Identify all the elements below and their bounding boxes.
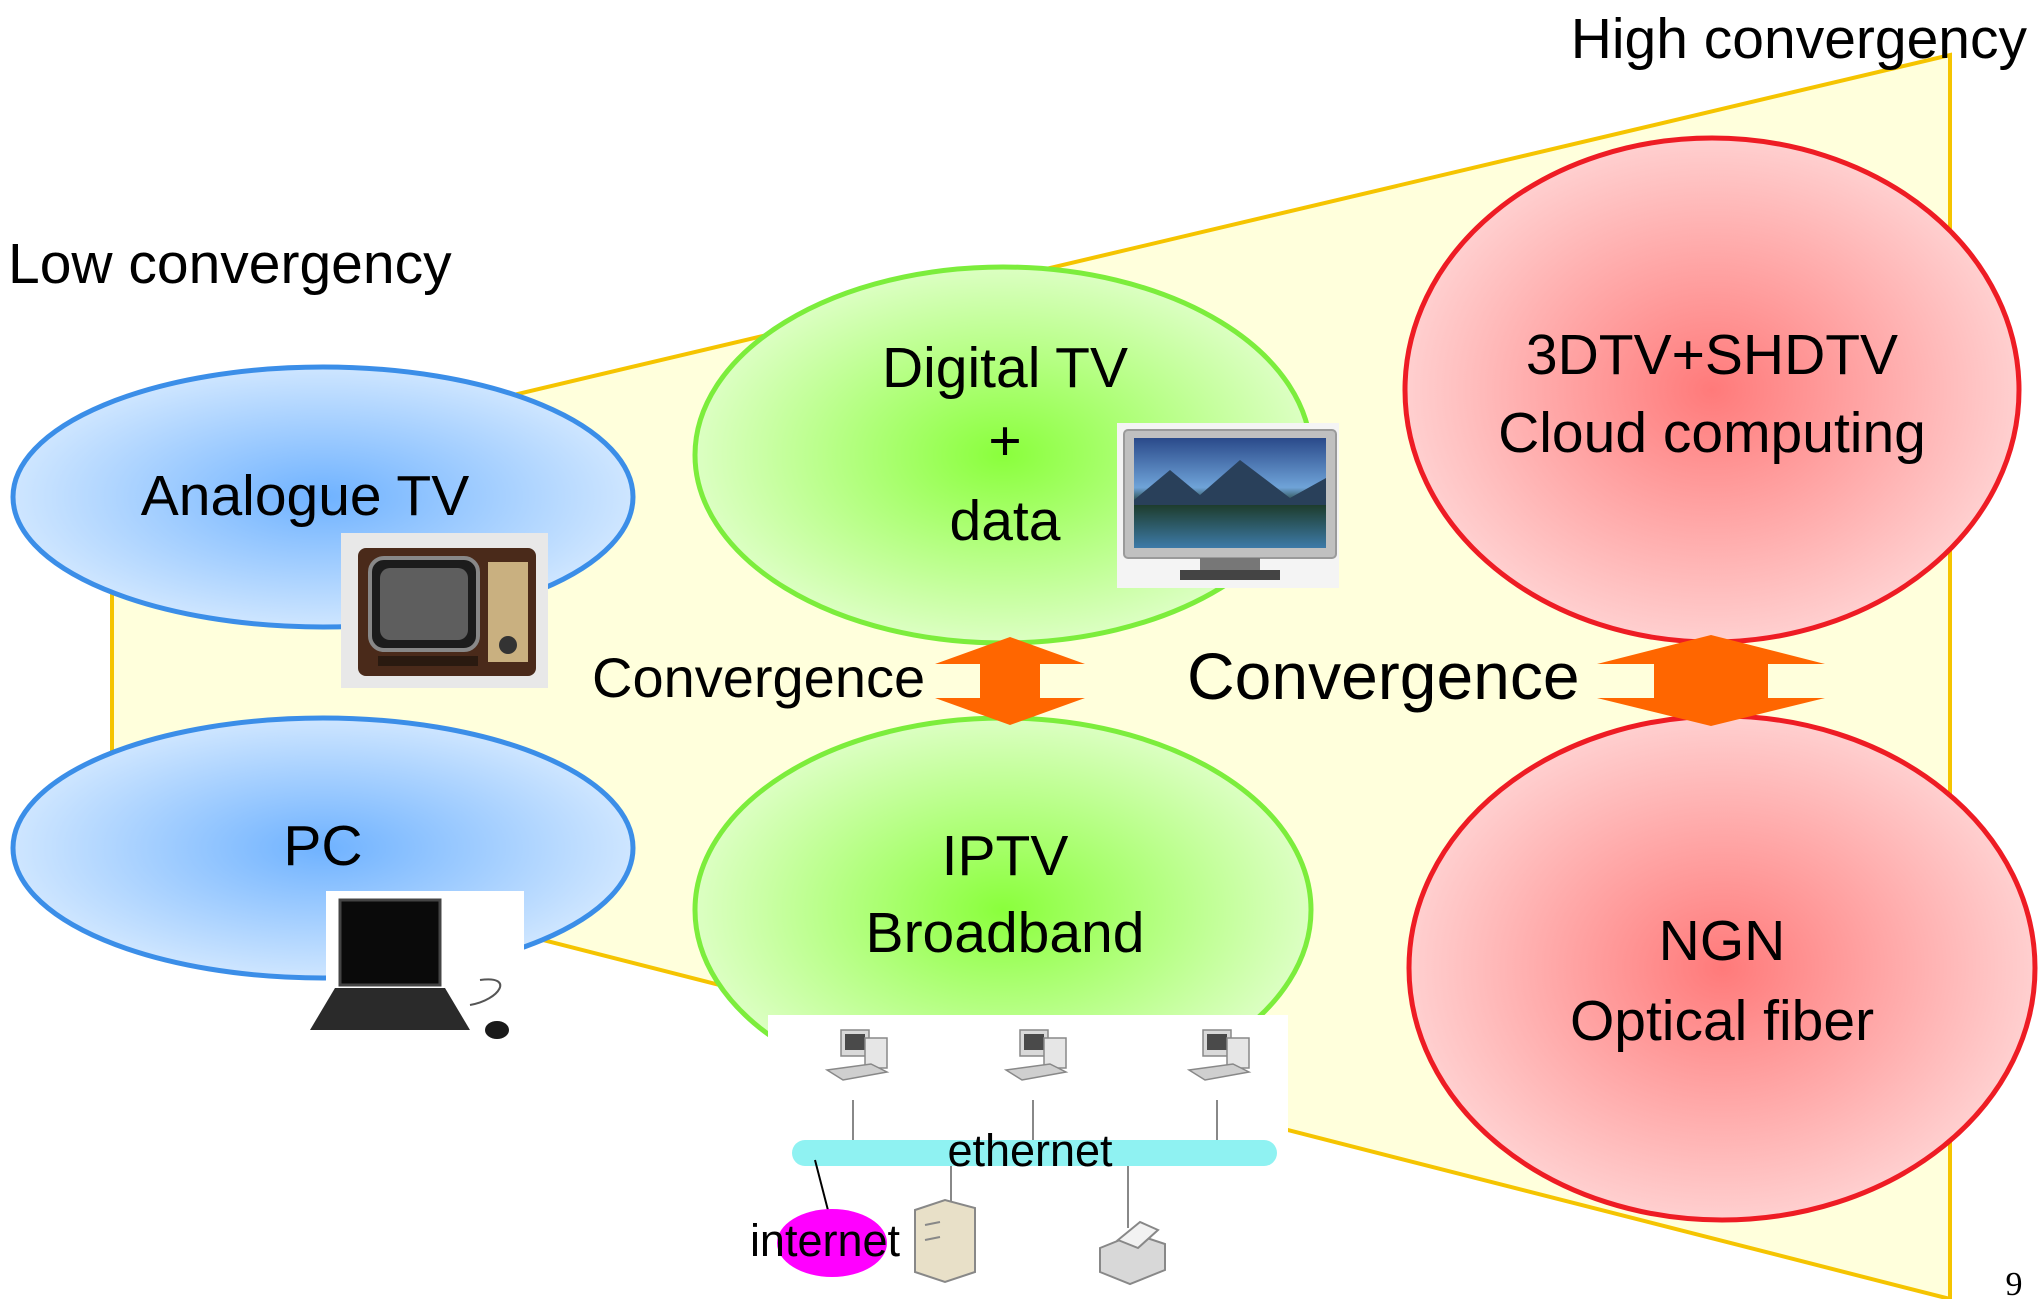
- 3dtv-node: [1402, 135, 2022, 645]
- convergence-label-right: Convergence: [1187, 639, 1580, 713]
- low-convergency-label: Low convergency: [8, 232, 452, 296]
- digital-tv-line-1: Digital TV: [882, 336, 1128, 400]
- ethernet-bar: [792, 1140, 1277, 1166]
- internet-label: internet: [750, 1215, 901, 1266]
- ngn-line-2: Optical fiber: [1570, 989, 1874, 1053]
- printer-icon: [1099, 1220, 1166, 1286]
- ethernet-label: ethernet: [947, 1125, 1113, 1176]
- page-number: 9: [2006, 1266, 2023, 1299]
- convergence-arrow-left: [935, 637, 1085, 725]
- analogue-tv-picture: [341, 533, 548, 688]
- 3dtv-line-2: Cloud computing: [1498, 401, 1926, 465]
- digital-tv-line-2: +: [988, 409, 1021, 473]
- digital-tv-line-3: data: [950, 489, 1061, 553]
- convergence-label-left: Convergence: [592, 646, 925, 709]
- server-icon: [914, 1198, 976, 1284]
- analogue-tv-label: Analogue TV: [141, 464, 470, 528]
- ngn-line-1: NGN: [1659, 909, 1786, 973]
- network-picture: ethernet internet: [750, 1015, 1288, 1299]
- flat-tv-picture: [1117, 423, 1339, 588]
- iptv-line-1: IPTV: [942, 824, 1069, 888]
- internet-blob: [777, 1209, 887, 1277]
- 3dtv-line-1: 3DTV+SHDTV: [1526, 323, 1898, 387]
- high-convergency-label: High convergency: [1571, 7, 2028, 71]
- convergence-arrow-right: [1597, 635, 1825, 726]
- iptv-line-2: Broadband: [866, 901, 1145, 965]
- pc-label: PC: [283, 814, 362, 878]
- laptop-picture: [310, 891, 524, 1039]
